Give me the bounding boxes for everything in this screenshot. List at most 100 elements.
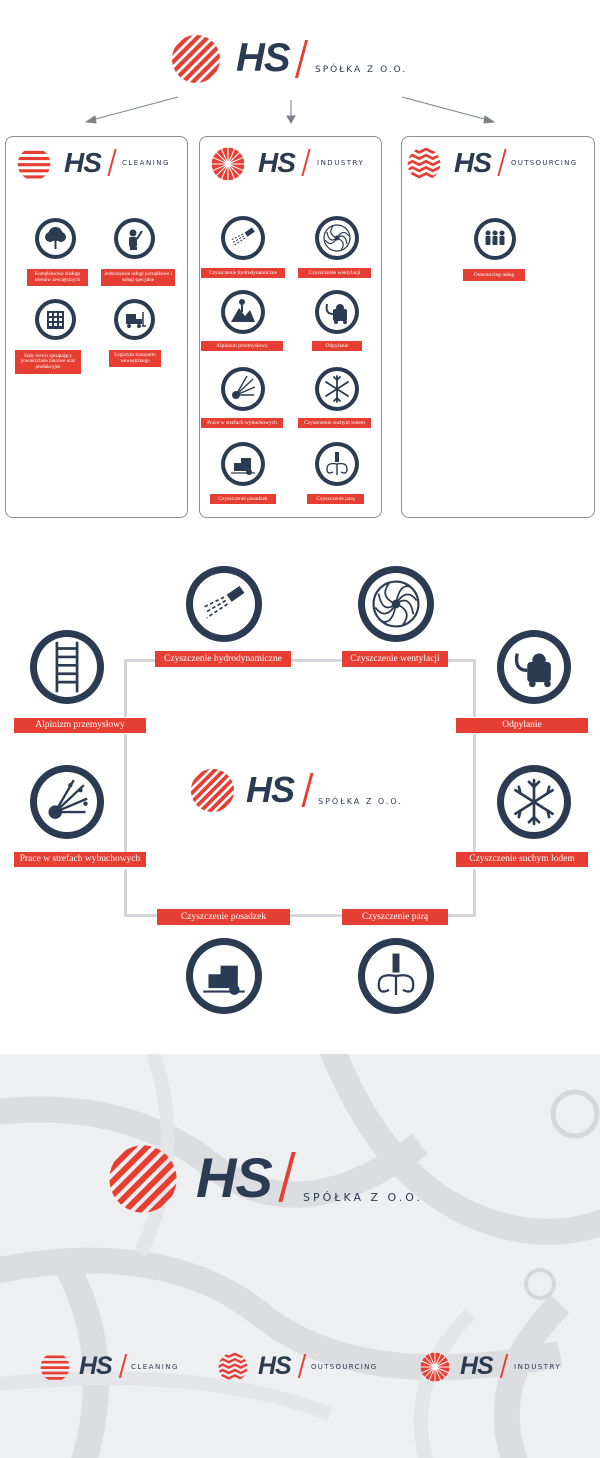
connector-line — [290, 914, 342, 917]
diagram-icon-circle — [186, 938, 262, 1014]
logo-wordmark: HS — [246, 769, 295, 810]
connector-line — [447, 659, 476, 662]
water-jet-icon — [202, 585, 245, 619]
division-name: CLEANING — [122, 159, 170, 167]
connector-line — [124, 659, 156, 662]
division-name: CLEANING — [131, 1363, 179, 1371]
hierarchy-arrows — [84, 96, 496, 125]
service-icon-circle — [114, 218, 155, 259]
logo-tagline: SPÓŁKA Z O.O. — [315, 65, 408, 75]
service-icon-circle — [35, 299, 76, 340]
service-label: Logistyka transportu wewnętrznego — [109, 350, 161, 367]
tree-icon — [45, 227, 66, 249]
service-label: Jednorazowe usługi porządkowe i usługi s… — [101, 269, 175, 286]
service-icon-circle — [221, 442, 265, 486]
cleaning-panel — [5, 136, 188, 518]
service-icon-circle — [315, 367, 359, 411]
stripes-circle-icon — [17, 150, 51, 179]
outsourcing-panel — [401, 136, 595, 518]
climber-icon — [231, 299, 255, 322]
diagram-label: Czyszczenie parą — [342, 909, 448, 925]
ladder-icon — [55, 641, 79, 693]
service-label: Czyszczenie suchym lodem — [298, 418, 371, 428]
steam-icon — [377, 953, 415, 995]
water-jet-icon — [230, 227, 255, 247]
diagram-icon-circle — [358, 938, 434, 1014]
worker-icon — [129, 229, 143, 250]
stripes-circle-icon — [109, 1145, 177, 1213]
floor-scrubber-icon — [203, 965, 245, 995]
logo-wordmark: HS — [460, 1352, 494, 1380]
floor-scrubber-icon — [231, 458, 255, 475]
service-icon-circle — [315, 216, 359, 260]
service-icon-circle — [221, 367, 265, 411]
connector-line — [473, 659, 476, 717]
vacuum-icon — [514, 653, 551, 688]
division-name: INDUSTRY — [317, 159, 365, 167]
connector-line — [124, 869, 127, 917]
connector-line — [124, 914, 158, 917]
logo-wordmark: HS — [196, 1146, 273, 1209]
brand-backdrop: HS SPÓŁKA Z O.O. HS CLEANING HS — [0, 1054, 600, 1458]
forklift-icon — [126, 312, 146, 328]
waves-circle-icon — [218, 1352, 248, 1380]
stripes-circle-icon — [190, 768, 235, 813]
stripes-circle-icon — [172, 35, 220, 83]
service-label: Prace w strefach wybuchowych — [201, 418, 283, 428]
logo-wordmark: HS — [454, 147, 492, 178]
service-icon-circle — [35, 218, 76, 259]
diagram-label: Czyszczenie posadzek — [157, 909, 290, 925]
logo-tagline: SPÓŁKA Z O.O. — [318, 797, 403, 806]
waves-circle-icon — [407, 147, 441, 179]
diagram-icon-circle — [186, 566, 262, 642]
service-label: Alpinizm przemysłowy — [201, 341, 283, 351]
service-label: Kompleksowa obsługa terenów zewnętrznych — [27, 269, 88, 286]
stripes-circle-icon — [40, 1355, 70, 1380]
division-name: OUTSOURCING — [311, 1363, 378, 1371]
logo-wordmark: HS — [64, 147, 102, 178]
snowflake-icon — [514, 778, 554, 826]
diagram-label: Czyszczenie suchym lodem — [456, 852, 588, 867]
diagram-icon-circle — [30, 765, 104, 839]
diagram-label: Czyszczenie hydrodynamiczne — [155, 651, 291, 667]
service-label: Outsourcing usług — [463, 269, 525, 281]
service-icon-circle — [221, 290, 265, 334]
connector-line — [448, 914, 476, 917]
division-name: INDUSTRY — [514, 1363, 562, 1371]
service-label: Odpylanie — [312, 341, 362, 351]
service-icon-circle — [114, 299, 155, 340]
service-label: Czyszczenie hydrodynamiczne — [201, 268, 285, 278]
connector-line — [291, 659, 343, 662]
logo-tagline: SPÓŁKA Z O.O. — [303, 1191, 423, 1204]
service-icon-circle — [315, 290, 359, 334]
connector-line — [473, 869, 476, 917]
service-label: Stały serwis sprzątający powierzchnie bi… — [15, 350, 81, 374]
connector-line — [473, 734, 476, 852]
diagram-label: Alpinizm przemysłowy — [14, 718, 146, 733]
service-label: Czyszczenie parą — [307, 494, 364, 504]
connector-line — [124, 734, 127, 852]
diagram-icon-circle — [358, 566, 434, 642]
logo-wordmark: HS — [79, 1352, 113, 1380]
industrial-pipes-background — [0, 1054, 600, 1458]
sunburst-circle-icon — [420, 1352, 450, 1382]
diagram-icon-circle — [497, 765, 571, 839]
service-label: Czyszczenie posadzek — [210, 494, 276, 504]
steam-icon — [326, 452, 348, 475]
office-building-icon — [47, 311, 64, 329]
logo-wordmark: HS — [236, 36, 291, 80]
logo-wordmark: HS — [258, 147, 296, 178]
diagram-icon-circle — [30, 630, 104, 704]
people-icon — [485, 230, 505, 245]
service-icon-circle — [474, 218, 516, 260]
logo-wordmark: HS — [258, 1352, 292, 1380]
division-name: OUTSOURCING — [511, 159, 578, 167]
diagram-icon-circle — [497, 630, 571, 704]
explosion-icon — [232, 375, 256, 399]
service-icon-circle — [315, 442, 359, 486]
logo-divider — [301, 773, 314, 807]
explosion-icon — [48, 779, 88, 819]
vacuum-icon — [325, 303, 347, 324]
diagram-label: Odpylanie — [456, 718, 588, 733]
service-label: Czyszczenie wentylacji — [298, 268, 371, 278]
